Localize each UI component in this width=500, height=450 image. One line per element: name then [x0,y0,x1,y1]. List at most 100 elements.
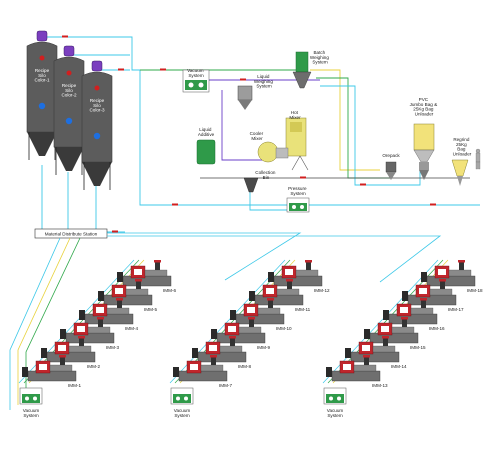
gauge-icon [33,396,37,401]
imm-label: IMM-13 [372,383,388,388]
distribution-station-label: Material Distribute Station [45,232,98,237]
collection-bin-label: Collection Bin [255,170,276,180]
pipe-yellow-right [310,69,380,171]
gauge-icon [300,205,304,209]
imm-machine[interactable]: IMM-17 [402,279,464,312]
hot-mixer-label: Hot Mixer [289,110,301,120]
silo-cone [82,162,112,186]
gauge-icon [176,396,180,401]
imm-label: IMM-18 [467,288,483,293]
pvc-unloader-label: PVC Jumbo Bag & 25Kg Bag Unloader [410,97,439,116]
imm-machine[interactable]: IMM-13 [326,355,388,388]
cooler-mixer[interactable] [257,141,279,163]
silo-body [81,71,113,163]
imm-label: IMM-9 [257,345,270,350]
vacuum-panel [185,80,207,90]
imm-machine[interactable]: IMM-4 [79,298,138,331]
flow-arrow [172,203,178,206]
imm-label: IMM-6 [163,288,176,293]
imm-machine[interactable]: IMM-12 [268,260,330,293]
imm-machine[interactable]: IMM-16 [383,298,445,331]
valve-icon[interactable] [63,45,75,57]
flow-arrow [62,35,68,38]
liquid-additive-tank[interactable]: Liquid Additive [196,127,216,165]
imm-label: IMM-5 [144,307,157,312]
imm-machine[interactable]: IMM-9 [211,317,270,350]
imm-label: IMM-3 [106,345,119,350]
flow-arrow [118,68,124,71]
orepack-unit[interactable]: Orepack [382,153,400,180]
gauge-icon [337,396,341,401]
material-distribution-station[interactable]: Material Distribute Station [34,228,108,239]
flow-arrows [62,35,436,233]
imm-label: IMM-15 [410,345,426,350]
imm-machine[interactable]: IMM-3 [60,317,119,350]
gauge-icon [188,82,194,88]
level-sensor-icon [94,85,100,91]
gauge-icon [25,396,29,401]
pressure-system[interactable]: Pressure System [286,186,310,213]
imm-label: IMM-1 [68,383,81,388]
regrind-bag-unloader[interactable]: Regrind 25Kg Bag Unloader [451,137,481,186]
imm-machine[interactable]: IMM-18 [421,260,483,293]
imm-label: IMM-2 [87,364,100,369]
flow-arrow [360,183,366,186]
imm-machine[interactable]: IMM-5 [98,279,157,312]
vacuum-system-top[interactable]: Vacuum System [182,68,210,93]
imm-machine[interactable]: IMM-10 [230,298,292,331]
imm-label: IMM-17 [448,307,464,312]
imm-machine[interactable]: IMM-15 [364,317,426,350]
imm-label: IMM-8 [238,364,251,369]
mixer-assembly[interactable]: Hot Mixer Cooler Mixer [250,110,309,171]
imm-machine[interactable]: IMM-2 [41,336,100,369]
pvc-bag-unloader[interactable]: PVC Jumbo Bag & 25Kg Bag Unloader [410,97,439,180]
liquid-additive-label: Liquid Additive [198,127,215,137]
valve-icon[interactable] [36,30,48,42]
imm-label: IMM-11 [295,307,311,312]
flow-arrow [430,203,436,206]
liquid-weighing-system[interactable]: Liquid Weighing System [237,74,274,110]
imm-machine[interactable]: IMM-8 [192,336,251,369]
hot-mixer-panel [290,122,302,132]
level-sensor-icon [65,117,73,125]
imm-machine[interactable]: IMM-7 [173,355,232,388]
level-sensor-icon [38,102,46,110]
pressure-system-label: Pressure System [288,186,308,196]
imm-machine[interactable]: IMM-11 [249,279,311,312]
imm-label: IMM-10 [276,326,292,331]
flow-arrow [300,176,306,179]
valve-icon[interactable] [91,60,103,72]
imm-machine[interactable]: IMM-1 [22,355,81,388]
flow-arrow [240,78,246,81]
gauge-icon [329,396,333,401]
pipe-main-cyan [44,36,480,206]
operator-icon [475,148,481,170]
pipe-pressure [249,190,290,211]
batch-weighing-system[interactable]: Batch Weighing System [292,50,330,89]
pipe-purple-down [221,90,270,161]
level-sensor-icon [39,55,45,61]
collection-bin[interactable]: Collection Bin [243,170,277,193]
pipe-to-batch [140,55,301,71]
imm-machine[interactable]: IMM-14 [345,336,407,369]
gauge-icon [184,396,188,401]
imm-machine[interactable]: IMM-6 [117,260,176,293]
vacuum-top-label: Vacuum System [187,68,205,78]
pipe-silo1-distribution [41,165,125,233]
